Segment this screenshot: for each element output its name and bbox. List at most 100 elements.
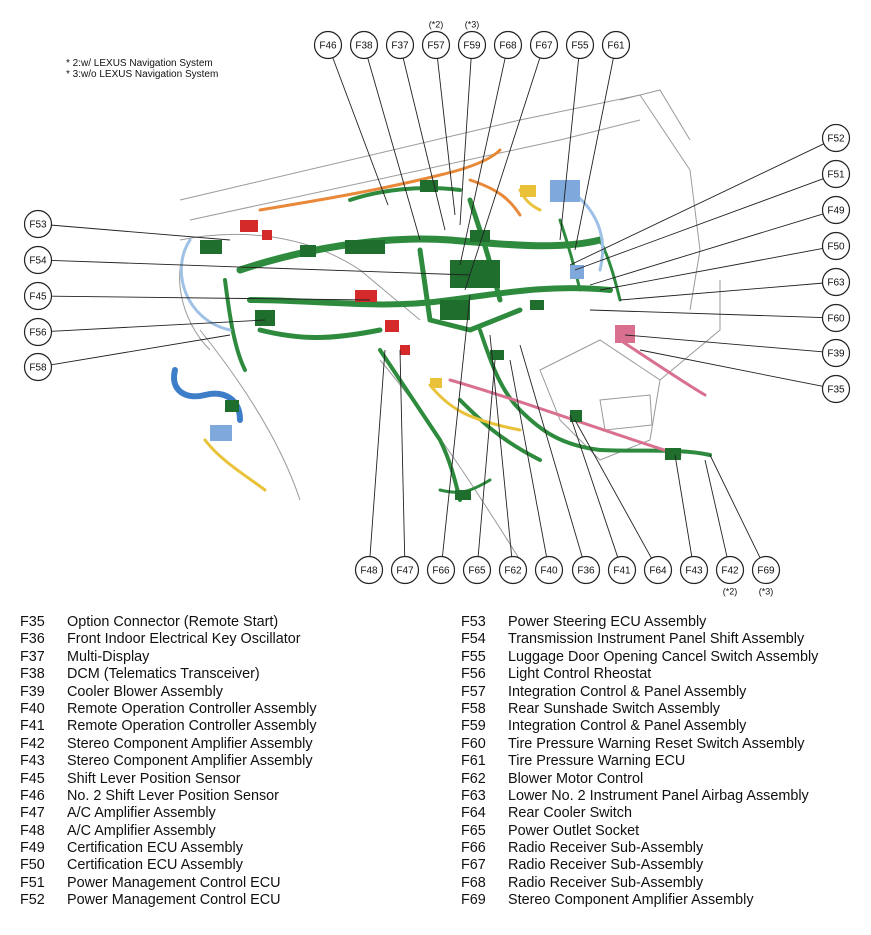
leader-line [51,319,266,332]
leader-line [599,248,823,291]
connector-blocks [200,180,681,500]
leader-line [619,282,823,301]
callout-circle [607,555,637,585]
callout-f58: F58 [23,352,53,382]
leader-line [332,57,389,206]
legend-name: Certification ECU Assembly [67,857,243,874]
callout-circle [23,281,53,311]
callout-label: F37 [391,41,409,52]
callout-circle [23,245,53,275]
legend-row: F35 Option Connector (Remote Start) [20,614,317,631]
leader-line [51,260,471,276]
leader-line [477,359,496,557]
legend-name: Stereo Component Amplifier Assembly [508,892,754,909]
callout-circle [313,30,343,60]
footnote-no-nav: * 3:w/o LEXUS Navigation System [66,69,219,80]
leader-line [51,224,231,241]
legend-name: No. 2 Shift Lever Position Sensor [67,787,279,804]
legend-name: A/C Amplifier Assembly [67,822,216,839]
legend-code: F67 [461,857,486,874]
legend-code: F60 [461,735,486,752]
callout-f53: F53 [23,209,53,239]
leader-line [459,58,506,266]
callout-label: F41 [613,566,631,577]
callout-f40: F40 [534,555,564,585]
callout-label: F69 [757,566,775,577]
callout-note: (*3) [465,20,480,30]
callout-circle [385,30,415,60]
leader-line [704,459,728,557]
leader-line [459,58,472,226]
callout-circle [421,30,451,60]
callout-f55: F55 [565,30,595,60]
callout-label: F62 [504,566,522,577]
callout-circle [821,374,851,404]
leader-line [519,344,583,558]
legend-code: F52 [20,892,45,909]
legend-code: F43 [20,753,45,770]
legend-code: F35 [20,614,45,630]
legend-name: Stereo Component Amplifier Assembly [67,735,313,752]
leader-line [709,454,761,559]
legend-name: Power Steering ECU Assembly [508,614,707,630]
callout-label: F48 [360,566,378,577]
callout-f61: F61 [601,30,631,60]
callout-circle [23,317,53,347]
legend-name: Tire Pressure Warning ECU [508,753,686,770]
legend-code: F54 [461,631,486,648]
callout-f39: F39 [821,338,851,368]
legend-name: Radio Receiver Sub-Assembly [508,857,704,874]
callout-f45: F45 [23,281,53,311]
callout-circle [751,555,781,585]
callout-label: F47 [396,566,414,577]
legend-name: Option Connector (Remote Start) [67,614,279,630]
legend-name: Remote Operation Controller Assembly [67,700,317,717]
callout-circle [821,195,851,225]
callout-label: F64 [649,566,667,577]
callout-note: (*2) [429,20,444,30]
callout-f68: F68 [493,30,523,60]
callout-label: F53 [29,220,47,231]
callout-f48: F48 [354,555,384,585]
callout-label: F60 [827,314,845,325]
callout-circle [462,555,492,585]
leader-line [569,143,825,266]
legend-name: Front Indoor Electrical Key Oscillator [67,631,301,648]
legend-row: F61 Tire Pressure Warning ECU [461,753,818,770]
callout-label: F54 [29,256,47,267]
legend-code: F63 [461,787,486,804]
leader-line [489,334,513,557]
callout-label: F36 [577,566,595,577]
callout-circle [679,555,709,585]
legend-code: F61 [461,753,486,770]
callout-f49: F49 [821,195,851,225]
callout-label: F50 [827,242,845,253]
callout-label: F52 [827,134,845,145]
callout-f57: F57(*2) [421,20,451,60]
legend-name: Integration Control & Panel Assembly [508,683,747,700]
callout-circle [643,555,673,585]
callout-label: F61 [607,41,625,52]
callout-label: F66 [432,566,450,577]
leader-line [441,294,471,557]
leader-line [589,309,823,319]
leader-line [639,349,823,387]
leader-line [624,334,823,353]
callout-label: F46 [319,41,337,52]
